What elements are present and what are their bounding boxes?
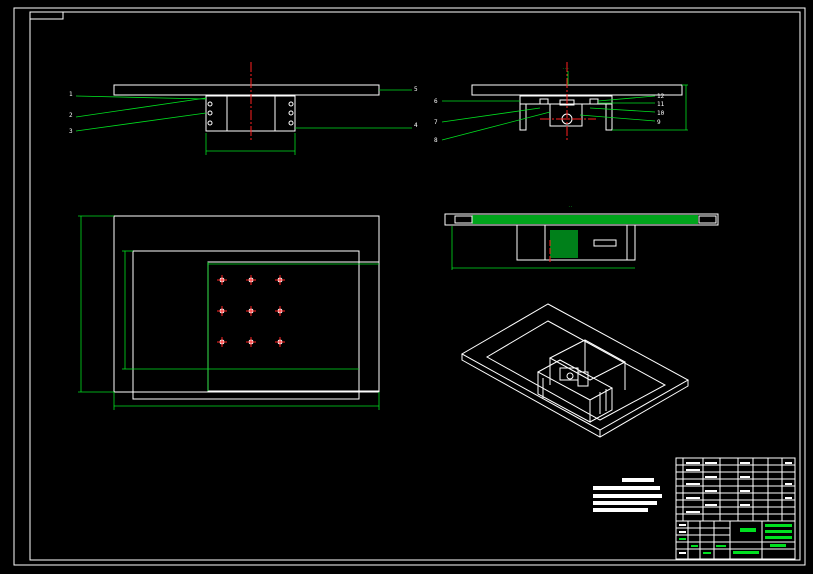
leader-3 — [75, 112, 207, 132]
parts-list — [675, 457, 796, 522]
part-label-6: 6 — [434, 98, 438, 105]
part-label-2: 2 — [69, 112, 73, 119]
part-label-10: 10 — [657, 110, 665, 117]
section-view-bracket — [516, 224, 636, 261]
isometric-view — [460, 303, 690, 438]
leader-10 — [589, 107, 656, 113]
outer-frame — [13, 7, 806, 566]
svg-text:··: ·· — [568, 204, 573, 209]
top-view-inner-outline — [132, 250, 360, 400]
leader-7 — [441, 107, 541, 123]
leader-2 — [75, 97, 207, 118]
part-label-11: 11 — [657, 101, 665, 108]
part-label-12: 12 — [657, 93, 665, 100]
leader-9 — [579, 114, 656, 122]
hole-grid — [217, 275, 285, 347]
section-view: ·· — [444, 204, 719, 270]
technical-notes — [593, 478, 662, 512]
front-view-plate — [113, 84, 380, 96]
svg-text:···: ··· — [562, 66, 569, 71]
top-view-plate-outline — [113, 215, 380, 393]
part-label-1: 1 — [69, 91, 73, 98]
title-block — [675, 520, 796, 560]
part-label-9: 9 — [657, 119, 661, 126]
top-view — [78, 215, 380, 410]
part-label-3: 3 — [69, 128, 73, 135]
part-label-7: 7 — [434, 119, 438, 126]
iso-plate-top — [460, 303, 690, 431]
corner-tag-box — [29, 11, 64, 20]
iso-inner-outline — [485, 320, 667, 421]
part-label-4: 4 — [414, 122, 418, 129]
leader-12 — [597, 95, 656, 102]
part-label-8: 8 — [434, 137, 438, 144]
front-view: 1 2 3 5 4 — [69, 62, 418, 155]
part-label-5: 5 — [414, 86, 418, 93]
side-view: ··· 6 7 8 12 11 10 9 — [434, 62, 688, 144]
leader-8 — [441, 111, 551, 141]
side-view-plate — [471, 84, 683, 96]
inner-frame — [29, 11, 801, 561]
leader-1 — [75, 95, 207, 100]
